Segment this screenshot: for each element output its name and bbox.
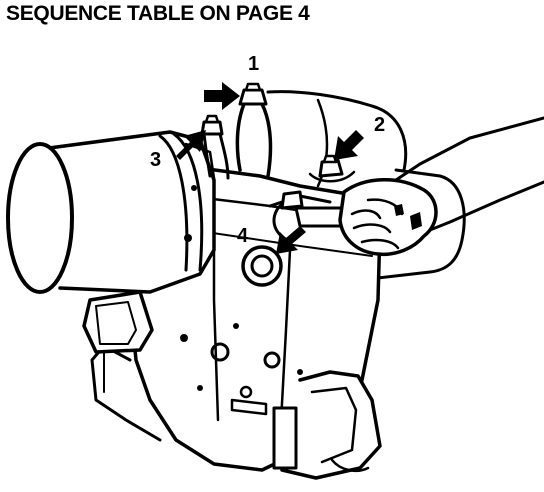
pump-motor — [6, 130, 216, 294]
arrow-up-right-icon — [176, 130, 206, 160]
rubber-mount — [82, 290, 154, 354]
arrow-down-left-icon — [334, 130, 364, 160]
mounting-bracket — [272, 370, 382, 480]
arrow-right-icon — [204, 82, 240, 110]
sequence-table-heading: SEQUENCE TABLE ON PAGE 4 — [6, 2, 310, 25]
arrow-down-left-icon — [276, 226, 306, 254]
arrow-icons — [176, 82, 364, 254]
callout-label-3: 3 — [150, 149, 162, 171]
callout-label-2: 2 — [374, 114, 386, 136]
flare-nuts — [200, 82, 356, 210]
callout-label-1: 1 — [248, 53, 260, 75]
callout-label-4: 4 — [237, 225, 249, 247]
hand-with-wrench — [272, 116, 544, 257]
